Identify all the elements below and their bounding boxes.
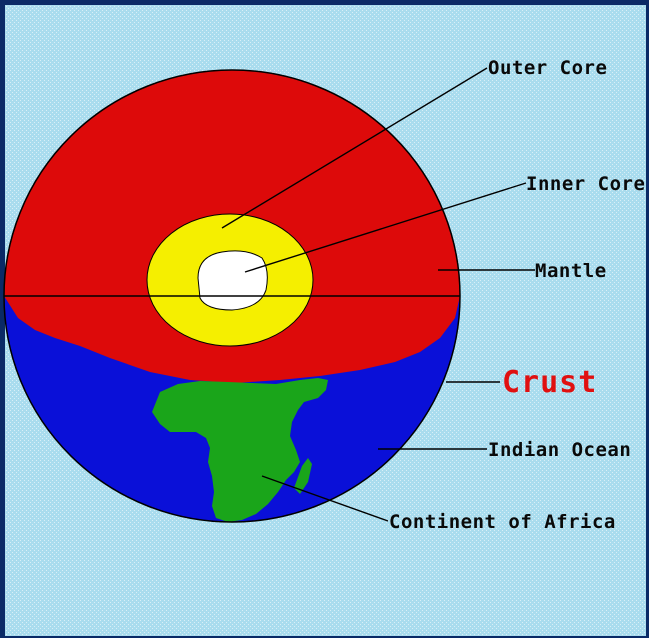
inner-core-label: Inner Core bbox=[526, 173, 645, 195]
indian-ocean-label: Indian Ocean bbox=[488, 439, 631, 461]
continent-leader bbox=[261, 475, 389, 522]
mantle-label: Mantle bbox=[535, 260, 607, 282]
outer-core-label: Outer Core bbox=[488, 57, 607, 79]
inner-core bbox=[197, 250, 268, 311]
globe bbox=[3, 69, 461, 523]
leader-lines bbox=[221, 67, 535, 522]
crust-label: Crust bbox=[502, 365, 597, 400]
continent-label: Continent of Africa bbox=[389, 511, 616, 533]
globe-outline bbox=[3, 69, 461, 523]
outer-core-leader bbox=[221, 67, 488, 229]
madagascar-island bbox=[294, 458, 312, 494]
africa-continent bbox=[152, 378, 328, 522]
inner-core-leader bbox=[244, 182, 527, 273]
